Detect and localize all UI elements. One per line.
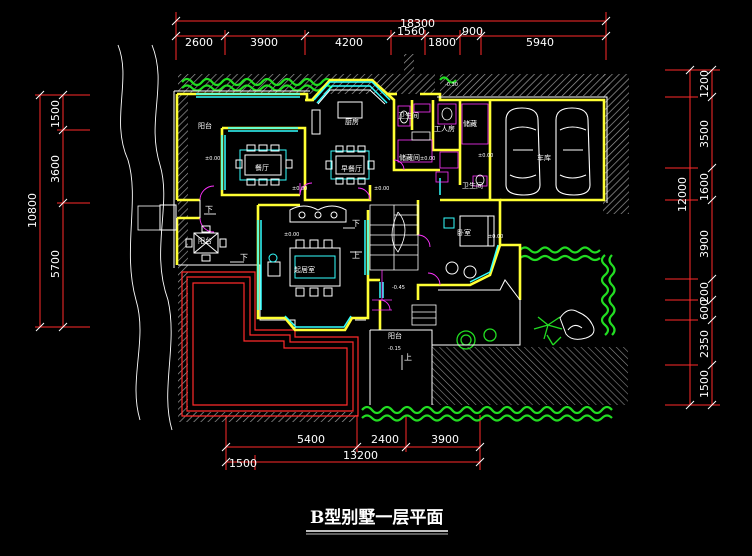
door-swings — [199, 159, 441, 311]
dim-right-7: 2350 — [698, 330, 711, 358]
dim-top-7: 5940 — [526, 36, 554, 49]
room-label-wc-upper: 卫生间 — [398, 111, 419, 120]
terrain-contours — [117, 44, 173, 431]
garden-shrubs — [456, 316, 563, 350]
dim-top-5: 1800 — [428, 36, 456, 49]
dim-top-1: 2600 — [185, 36, 213, 49]
level-mark-5: -0.30 — [445, 82, 458, 88]
direction-up-2: 上 — [404, 353, 412, 362]
level-mark-4: ±0.00 — [420, 156, 435, 162]
living-sofas — [267, 205, 347, 297]
windows — [196, 81, 499, 328]
dim-left-1: 1500 — [49, 100, 62, 128]
dim-right-6: 600 — [698, 299, 711, 320]
direction-arrows — [204, 213, 403, 370]
level-mark-3: ±0.00 — [374, 186, 389, 192]
room-label-balcony-nw: 阳台 — [198, 121, 212, 130]
dim-left-3: 5700 — [49, 250, 62, 278]
direction-down-1: 下 — [205, 205, 213, 214]
wall-outlines — [159, 90, 608, 405]
swimming-pool — [181, 271, 359, 417]
level-mark-7: ±0.00 — [284, 232, 299, 238]
garage-cars — [505, 107, 591, 196]
room-label-terrace: 阳台 — [388, 331, 402, 340]
dim-right-8: 1500 — [698, 370, 711, 398]
room-label-breakfast: 早餐厅 — [341, 164, 362, 173]
dim-top-6: 900 — [462, 25, 483, 38]
room-label-kitchen: 厨房 — [345, 117, 359, 126]
room-label-dining: 餐厅 — [255, 163, 269, 172]
room-label-bedroom: 卧室 — [457, 228, 471, 237]
dim-right-3: 1600 — [698, 173, 711, 201]
dim-right-5: 200 — [698, 282, 711, 303]
room-label-balcony-w: 阳台 — [198, 236, 212, 245]
wc-fixtures — [399, 107, 485, 186]
dim-right-2: 3500 — [698, 120, 711, 148]
room-label-living: 起居室 — [294, 265, 315, 274]
dim-bottom-total: 13200 — [343, 449, 378, 462]
staircase — [369, 204, 419, 311]
dimension-ticks — [35, 16, 717, 467]
direction-down-3: 下 — [352, 219, 360, 228]
entrance-steps — [137, 205, 437, 326]
level-mark-6: ±0.00 — [478, 153, 493, 159]
dim-left-2: 3600 — [49, 155, 62, 183]
dim-right-4: 3900 — [698, 230, 711, 258]
level-mark-9: -0.45 — [392, 285, 405, 291]
dim-right-1: 1200 — [698, 70, 711, 98]
kitchen-counters — [311, 89, 386, 135]
dim-right-total: 12000 — [676, 177, 689, 212]
garden-rocks — [559, 309, 595, 340]
direction-up-1: 上 — [352, 251, 360, 260]
dim-bottom-1: 5400 — [297, 433, 325, 446]
level-mark-8: -0.15 — [388, 346, 401, 352]
dim-bottom-3: 3900 — [431, 433, 459, 446]
drawing-title: B型别墅一层平面 — [310, 507, 443, 528]
room-label-wc-lower: 卫生间 — [462, 181, 483, 190]
service-fixtures — [397, 103, 489, 187]
dim-bottom-4: 1500 — [229, 457, 257, 470]
breakfast-table — [325, 145, 375, 185]
dim-top-4: 1560 — [397, 25, 425, 38]
dim-top-2: 3900 — [250, 36, 278, 49]
dining-table-west — [235, 144, 293, 186]
dim-bottom-2: 2400 — [371, 433, 399, 446]
dim-left-total: 10800 — [26, 193, 39, 228]
direction-down-2: 下 — [240, 253, 248, 262]
dim-top-total: 18300 — [400, 17, 435, 30]
level-mark-1: ±0.00 — [205, 156, 220, 162]
level-mark-2: ±0.00 — [292, 186, 307, 192]
room-label-storage: 储藏 — [463, 119, 477, 128]
room-label-servant: 工人房 — [434, 124, 455, 133]
room-label-garage: 车库 — [537, 153, 551, 162]
dim-top-3: 4200 — [335, 36, 363, 49]
paving-hatch — [178, 54, 629, 422]
bedroom-furniture — [443, 215, 495, 279]
room-label-pantry: 储藏间 — [399, 153, 420, 162]
balcony-table — [185, 225, 227, 262]
level-mark-10: ±0.00 — [488, 234, 503, 240]
